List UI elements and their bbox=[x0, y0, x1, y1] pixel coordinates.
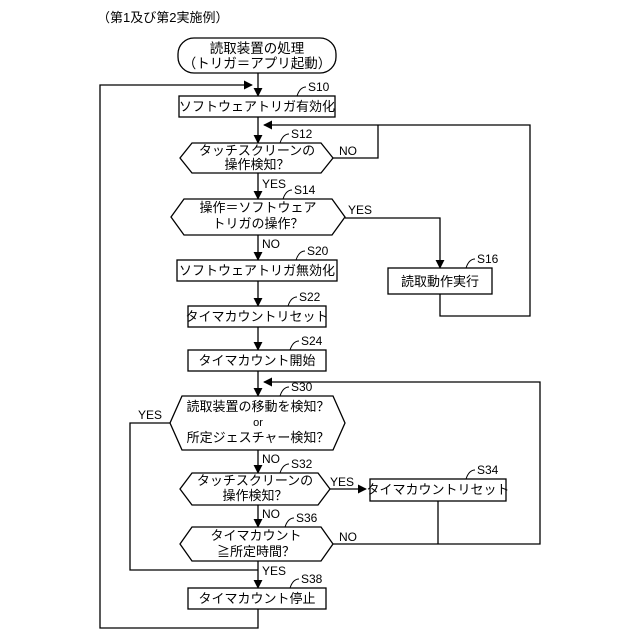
s12-no-label: NO bbox=[339, 144, 357, 158]
start-terminator: 読取装置の処理 （トリガ＝アプリ起動） bbox=[178, 38, 336, 73]
decision-s32-line1: タッチスクリーンの bbox=[197, 473, 313, 488]
start-line1: 読取装置の処理 bbox=[210, 41, 305, 56]
s14-no-label: NO bbox=[262, 237, 280, 251]
step-s38: タイマカウント停止 S38 bbox=[188, 572, 326, 609]
decision-s32-id: S32 bbox=[291, 457, 313, 471]
s12-yes-label: YES bbox=[262, 177, 286, 191]
step-s22: タイマカウントリセット S22 bbox=[185, 290, 328, 327]
step-s38-id: S38 bbox=[301, 572, 323, 586]
step-s10-text: ソフトウェアトリガ有効化 bbox=[179, 99, 335, 114]
s32-yes-label: YES bbox=[330, 475, 354, 489]
step-s38-text: タイマカウント停止 bbox=[198, 591, 315, 606]
step-s34-text: タイマカウントリセット bbox=[366, 482, 509, 497]
step-s20: ソフトウェアトリガ無効化 S20 bbox=[177, 244, 337, 281]
step-s20-id: S20 bbox=[307, 244, 329, 258]
decision-s36-line2: ≧所定時間？ bbox=[217, 544, 295, 559]
decision-s32-line2: 操作検知？ bbox=[222, 488, 287, 503]
decision-s14-line2: トリガの操作？ bbox=[212, 216, 303, 231]
decision-s12-line2: 操作検知？ bbox=[224, 157, 289, 172]
decision-s36: タイマカウント ≧所定時間？ S36 bbox=[180, 511, 333, 561]
step-s16: 読取動作実行 S16 bbox=[388, 252, 499, 294]
decision-s12-id: S12 bbox=[291, 127, 313, 141]
decision-s30-line1: 読取装置の移動を検知？ bbox=[186, 399, 329, 414]
s30-yes-label: YES bbox=[138, 408, 162, 422]
s36-yes-label: YES bbox=[262, 564, 286, 578]
step-s10-id: S10 bbox=[308, 80, 330, 94]
s32-no-label: NO bbox=[262, 507, 280, 521]
step-s24: タイマカウント開始 S24 bbox=[188, 334, 326, 371]
step-s24-text: タイマカウント開始 bbox=[198, 353, 315, 368]
decision-s36-id: S36 bbox=[296, 511, 318, 525]
decision-s32: タッチスクリーンの 操作検知？ S32 bbox=[180, 457, 330, 505]
figure-caption: （第1及び第2実施例） bbox=[97, 10, 228, 25]
step-s16-text: 読取動作実行 bbox=[401, 274, 479, 289]
decision-s36-line1: タイマカウント bbox=[210, 528, 301, 543]
s14-yes-label: YES bbox=[348, 203, 372, 217]
decision-s12-line1: タッチスクリーンの bbox=[199, 143, 315, 158]
step-s16-id: S16 bbox=[477, 252, 499, 266]
decision-s30-line3: 所定ジェスチャー検知？ bbox=[187, 430, 330, 445]
step-s34-id: S34 bbox=[477, 463, 499, 477]
s30-no-label: NO bbox=[262, 452, 280, 466]
step-s22-id: S22 bbox=[299, 290, 321, 304]
decision-s30-id: S30 bbox=[291, 380, 313, 394]
decision-s30-line2: or bbox=[253, 417, 263, 429]
step-s34: タイマカウントリセット S34 bbox=[366, 463, 509, 501]
step-s20-text: ソフトウェアトリガ無効化 bbox=[179, 263, 335, 278]
step-s22-text: タイマカウントリセット bbox=[185, 309, 328, 324]
s36-no-label: NO bbox=[339, 530, 357, 544]
step-s24-id: S24 bbox=[301, 334, 323, 348]
decision-s14-line1: 操作＝ソフトウェア bbox=[199, 200, 316, 215]
decision-s14-id: S14 bbox=[294, 183, 316, 197]
decision-s12: タッチスクリーンの 操作検知？ S12 bbox=[180, 127, 333, 173]
start-line2: （トリガ＝アプリ起動） bbox=[183, 56, 332, 71]
